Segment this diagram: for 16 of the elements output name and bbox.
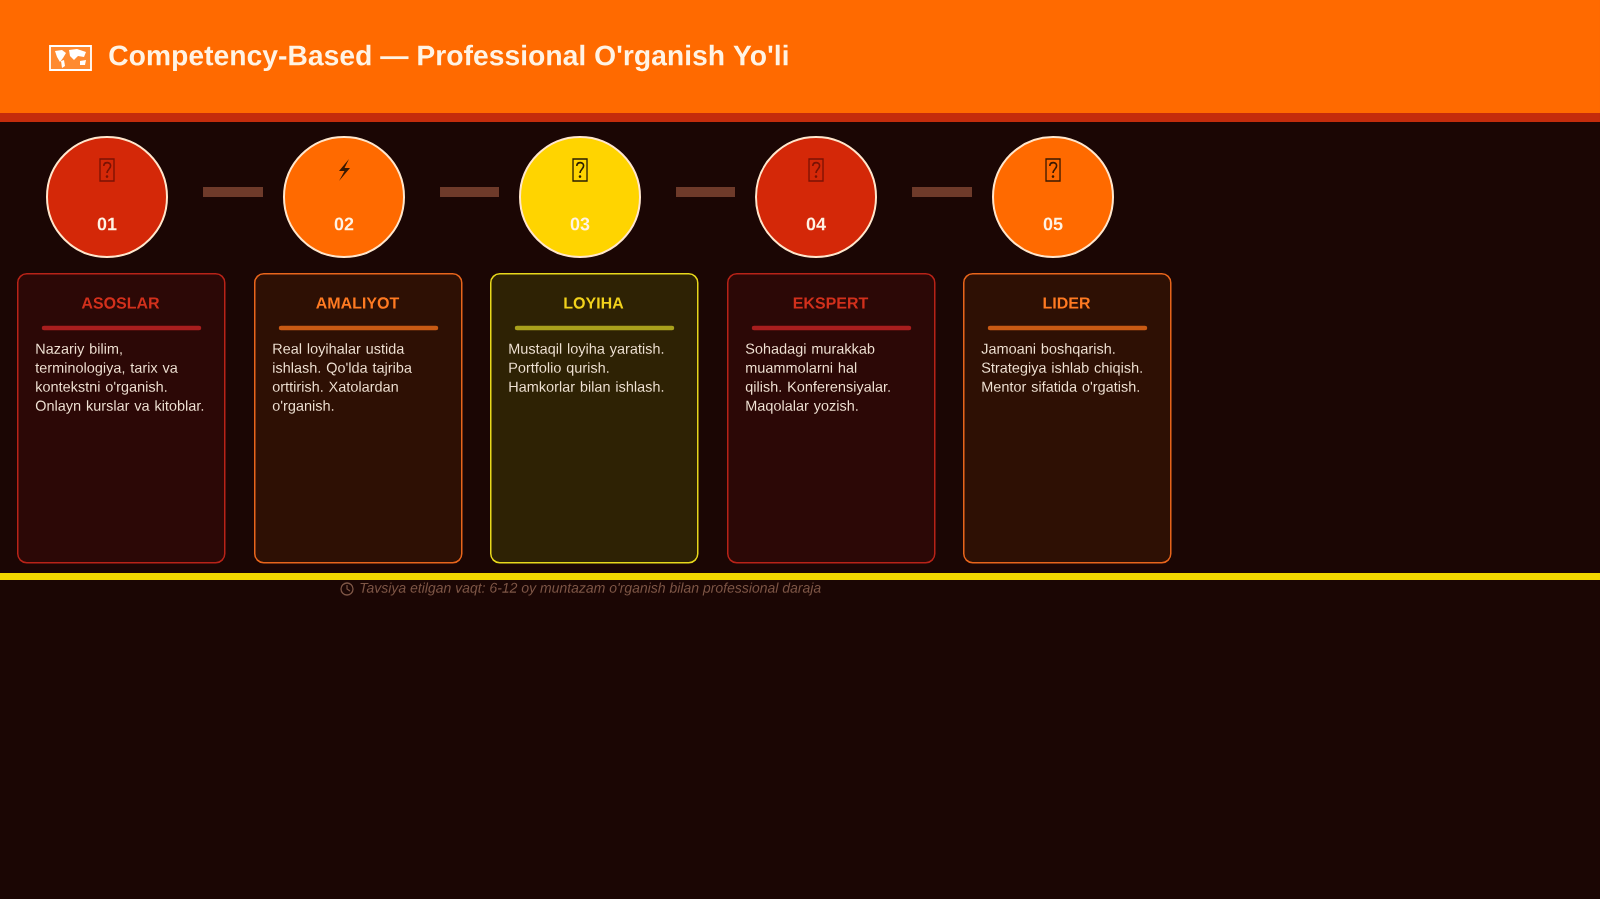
connector-bar <box>676 187 735 197</box>
card-description: Jamoani boshqarish. Strategiya ishlab chiqish. Mentor sifatida o'rgatish. <box>981 343 1142 395</box>
connector-bar <box>203 187 263 197</box>
card-description: Real loyihalar ustida ishlash. Qo'lda tajriba orttirish. Xatolardan o'rganish. <box>272 343 412 414</box>
footnote-text: Tavsiya etilgan vaqt: 6-12 oy muntazam o'rganish bilan professional daraja <box>360 582 821 596</box>
card-title: LOYIHA <box>564 297 624 309</box>
card-description: Mustaqil loyiha yaratish. Portfolio qurish. Hamkorlar bilan ishlash. <box>509 343 664 392</box>
card-title: ASOSLAR <box>81 297 160 309</box>
connector-bar <box>912 187 972 197</box>
card-title: AMALIYOT <box>316 297 400 309</box>
card-description: Nazariy bilim, terminologiya, tarix va kontekstni o'rganish. Onlayn kurslar va kitoblar. <box>35 343 204 414</box>
card-title: EKSPERT <box>793 297 869 309</box>
connector-bar <box>440 187 499 197</box>
card-description: Sohadagi murakkab muammolarni hal qilish. Konferensiyalar. Maqolalar yozish. <box>745 343 890 414</box>
card-title: LIDER <box>1043 297 1091 309</box>
page-title: Competency-Based — Professional O'rganish Yo'li <box>109 44 788 72</box>
